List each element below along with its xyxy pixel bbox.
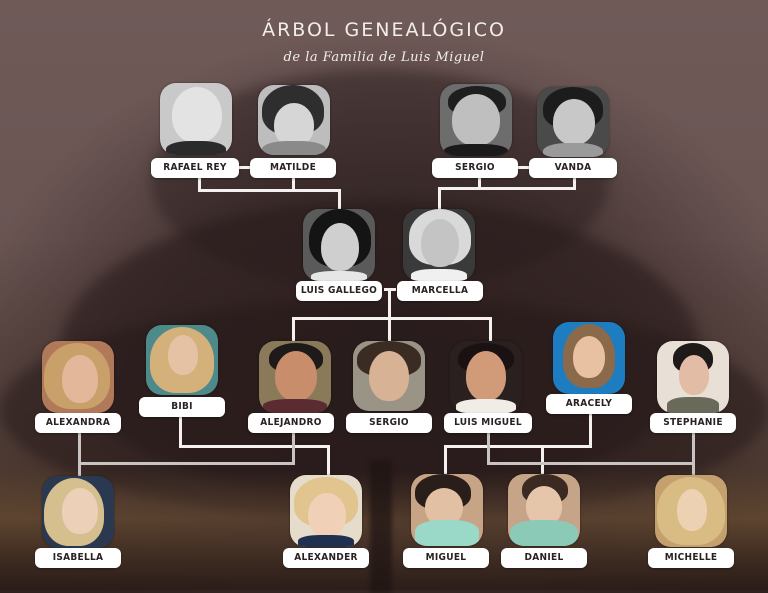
descent-line: [292, 317, 295, 341]
portrait-body: [311, 271, 367, 281]
person-label-isabella[interactable]: ISABELLA: [35, 548, 121, 568]
descent-line: [388, 317, 391, 341]
person-label-luis-gallego[interactable]: LUIS GALLEGO: [296, 281, 382, 301]
descent-line: [292, 176, 295, 192]
person-photo-miguel[interactable]: [411, 474, 483, 546]
person-photo-alexandra[interactable]: [42, 341, 114, 413]
person-label-marcella[interactable]: MARCELLA: [397, 281, 483, 301]
person-label-alexandra[interactable]: ALEXANDRA: [35, 413, 121, 433]
descent-line: [541, 445, 544, 475]
portrait-body: [543, 143, 603, 157]
descent-line: [198, 176, 201, 192]
descent-line: [292, 432, 295, 465]
portrait-face: [677, 489, 707, 531]
person-photo-vanda[interactable]: [537, 87, 609, 157]
descent-line: [444, 445, 447, 475]
portrait-body: [262, 141, 326, 155]
descent-line: [179, 445, 329, 448]
person-label-luis-miguel[interactable]: LUIS MIGUEL: [444, 413, 532, 433]
page-subtitle: de la Familia de Luis Miguel: [283, 50, 485, 65]
descent-line: [338, 189, 341, 209]
descent-line: [438, 187, 441, 209]
portrait-face: [425, 488, 463, 526]
person-photo-luis-gallego[interactable]: [303, 209, 375, 281]
person-photo-marcella[interactable]: [403, 209, 475, 281]
person-label-sergio[interactable]: SERGIO: [346, 413, 432, 433]
portrait-face: [369, 351, 409, 401]
person-label-michelle[interactable]: MICHELLE: [648, 548, 734, 568]
portrait-face: [308, 493, 346, 537]
person-photo-matilde[interactable]: [258, 85, 330, 155]
portrait-face: [573, 336, 605, 378]
person-label-stephanie[interactable]: STEPHANIE: [650, 413, 736, 433]
tree-trunk: [370, 460, 392, 593]
descent-line: [292, 317, 492, 320]
person-photo-michelle[interactable]: [655, 475, 727, 547]
portrait-face: [168, 335, 198, 375]
person-photo-rafael-rey[interactable]: [160, 83, 232, 155]
descent-line: [589, 414, 592, 447]
person-label-alexander[interactable]: ALEXANDER: [283, 548, 369, 568]
person-label-daniel[interactable]: DANIEL: [501, 548, 587, 568]
person-photo-luis-miguel[interactable]: [450, 341, 522, 413]
descent-line: [78, 462, 295, 465]
person-label-sergio-grandfather[interactable]: SERGIO: [432, 158, 518, 178]
descent-line: [692, 432, 695, 477]
portrait-body: [298, 535, 354, 547]
portrait-face: [452, 94, 500, 146]
person-photo-sergio[interactable]: [353, 341, 425, 411]
person-photo-alexander[interactable]: [290, 475, 362, 547]
portrait-face: [679, 355, 709, 395]
descent-line: [198, 189, 341, 192]
portrait-face: [62, 488, 98, 534]
person-label-matilde[interactable]: MATILDE: [250, 158, 336, 178]
person-photo-isabella[interactable]: [42, 476, 114, 548]
descent-line: [327, 445, 330, 475]
descent-line: [487, 432, 490, 465]
portrait-face: [553, 99, 595, 145]
couple-connector: [518, 166, 530, 169]
descent-line: [78, 432, 81, 477]
person-photo-stephanie[interactable]: [657, 341, 729, 413]
couple-connector: [238, 166, 250, 169]
descent-line: [438, 187, 576, 190]
portrait-body: [456, 399, 516, 413]
portrait-face: [466, 351, 506, 401]
descent-line: [478, 176, 481, 190]
person-label-alejandro[interactable]: ALEJANDRO: [248, 413, 334, 433]
person-label-miguel[interactable]: MIGUEL: [403, 548, 489, 568]
portrait-body: [263, 399, 327, 413]
page-title: ÁRBOL GENEALÓGICO: [262, 19, 506, 41]
descent-line: [489, 317, 492, 341]
portrait-body: [411, 269, 467, 281]
portrait-face: [526, 486, 562, 526]
descent-line: [487, 462, 695, 465]
portrait-body: [166, 141, 226, 155]
portrait-body: [667, 397, 719, 413]
portrait-body: [415, 520, 479, 546]
portrait-face: [421, 219, 459, 267]
person-photo-daniel[interactable]: [508, 474, 580, 546]
descent-line: [573, 176, 576, 190]
portrait-body: [444, 144, 508, 156]
portrait-face: [62, 355, 98, 403]
descent-line: [179, 416, 182, 447]
person-photo-bibi[interactable]: [146, 325, 218, 395]
portrait-face: [172, 87, 222, 143]
portrait-face: [275, 351, 317, 401]
descent-line: [444, 445, 592, 448]
person-photo-aracely[interactable]: [553, 322, 625, 394]
portrait-face: [321, 223, 359, 271]
portrait-body: [510, 520, 578, 546]
person-label-rafael-rey[interactable]: RAFAEL REY: [151, 158, 239, 178]
person-label-vanda[interactable]: VANDA: [529, 158, 617, 178]
person-photo-sergio-grandfather[interactable]: [440, 84, 512, 156]
portrait-face: [274, 103, 314, 147]
person-label-aracely[interactable]: ARACELY: [546, 394, 632, 414]
person-label-bibi[interactable]: BIBI: [139, 397, 225, 417]
person-photo-alejandro[interactable]: [259, 341, 331, 413]
descent-line: [388, 290, 391, 318]
couple-connector: [384, 288, 396, 291]
